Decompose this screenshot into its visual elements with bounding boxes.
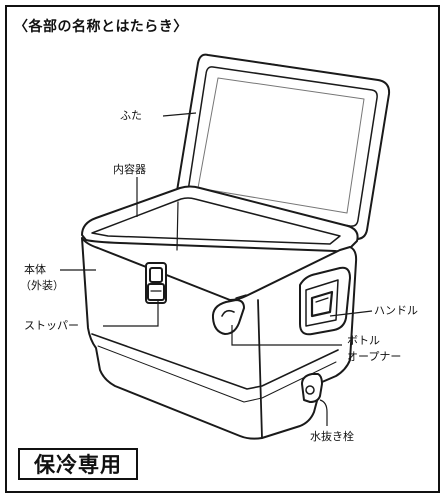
- leader-lid: [162, 112, 197, 117]
- cold-storage-badge: 保冷専用: [18, 448, 138, 480]
- label-lid: ふた: [120, 109, 142, 122]
- label-opener-line2: オープナー: [347, 350, 402, 363]
- label-handle: ハンドル: [374, 304, 418, 317]
- handle-drawing: [299, 266, 351, 336]
- leader-opener: [231, 325, 342, 346]
- label-opener-line1: ボトル: [347, 334, 380, 347]
- label-inner-container: 内容器: [113, 163, 146, 176]
- body-drawing: [81, 237, 358, 440]
- leader-drain: [319, 399, 328, 426]
- diagram-title: 〈各部の名称とはたらき〉: [14, 19, 188, 35]
- label-stopper: ストッパー: [24, 319, 79, 332]
- opener-drawing: [211, 294, 247, 335]
- label-body-sub: （外装）: [20, 279, 64, 292]
- drain-drawing: [301, 373, 323, 403]
- outer-frame: [5, 5, 440, 493]
- rim-drawing: [81, 185, 359, 253]
- stopper-drawing: [145, 262, 167, 304]
- leader-handle: [329, 310, 373, 317]
- leader-stopper: [103, 300, 159, 327]
- label-drain-plug: 水抜き栓: [310, 430, 354, 443]
- label-body-main: 本体: [24, 263, 46, 276]
